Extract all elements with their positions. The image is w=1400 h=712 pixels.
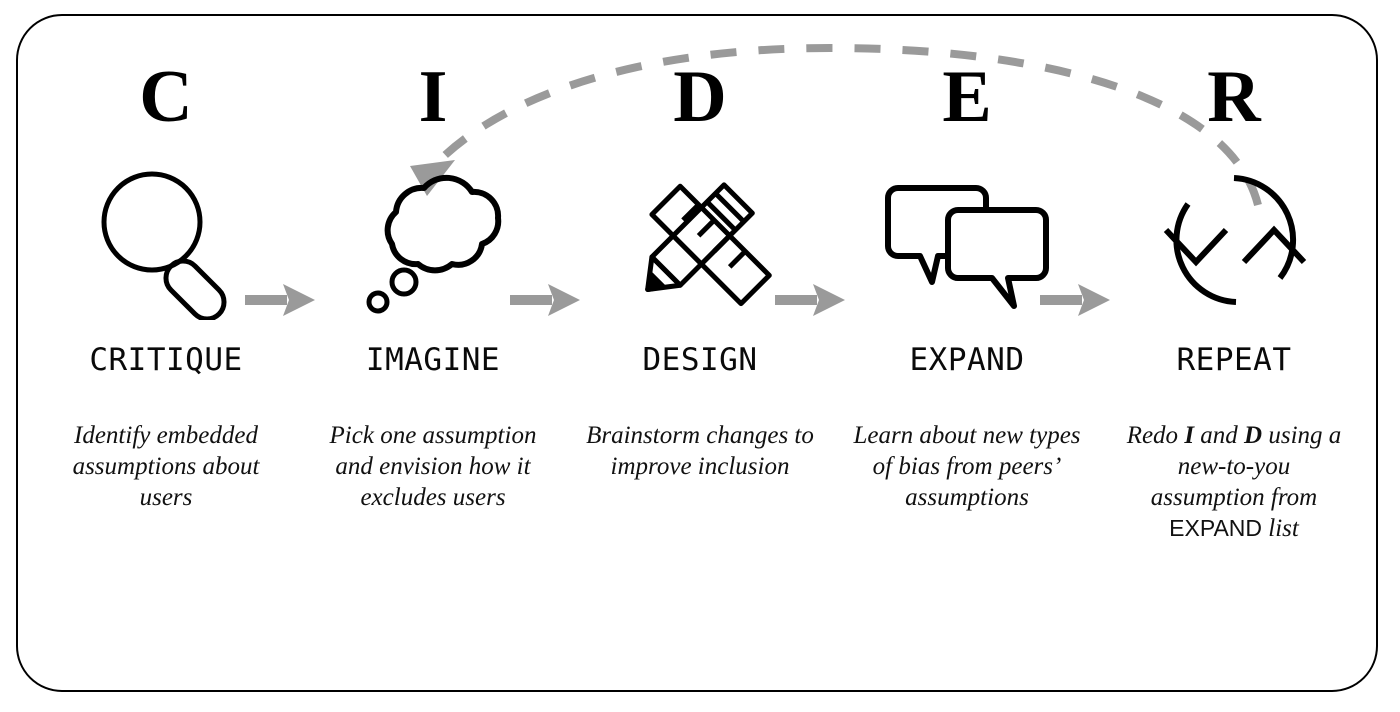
thought-cloud-icon [348, 160, 518, 320]
repeat-desc-part4: list [1262, 515, 1299, 542]
arrow-critique-to-imagine [245, 284, 315, 316]
step-description-imagine: Pick one assumption and envision how it … [329, 422, 537, 511]
step-label-design: DESIGN [642, 342, 758, 378]
step-label-imagine: IMAGINE [365, 342, 501, 378]
step-description-design: Brainstorm changes to improve inclusion [586, 422, 814, 480]
magnifying-glass-icon [86, 160, 246, 320]
step-design: D [574, 56, 826, 482]
pencil-ruler-icon [620, 160, 780, 320]
step-letter-e: E [942, 56, 992, 138]
speech-bubbles-icon [880, 160, 1055, 320]
step-label-repeat: REPEAT [1176, 342, 1292, 378]
repeat-desc-part2: and [1194, 422, 1245, 449]
step-expand: E EXPAND Learn about new types of bias f… [841, 56, 1093, 513]
repeat-desc-bold-i: I [1184, 422, 1195, 449]
step-label-critique: CRITIQUE [89, 342, 243, 378]
arrow-imagine-to-design [510, 284, 580, 316]
repeat-desc-bold-d: D [1244, 422, 1263, 449]
step-description-repeat: Redo I and D using a new-to-you assumpti… [1119, 420, 1349, 544]
arrow-expand-to-repeat [1040, 284, 1110, 316]
step-description-expand: Learn about new types of bias from peers… [853, 422, 1081, 511]
repeat-desc-expand-ref: EXPAND [1169, 515, 1263, 541]
repeat-desc-part3: using a new-to-you assumption from [1150, 422, 1342, 511]
arrow-design-to-expand [775, 284, 845, 316]
repeat-desc-part1: Redo [1126, 422, 1185, 449]
step-critique: C CRITIQUE Identify embedded assumptions… [40, 56, 292, 513]
step-letter-i: I [418, 56, 448, 138]
step-letter-c: C [139, 56, 193, 138]
refresh-cycle-icon [1152, 160, 1317, 320]
step-repeat: R REPEAT Redo I and D [1108, 56, 1360, 544]
step-letter-d: D [673, 56, 727, 138]
step-description-critique: Identify embedded assumptions about user… [72, 422, 260, 511]
diagram-border-frame [16, 14, 1378, 692]
step-imagine: I IMAGINE Pick one assumption and envisi… [307, 56, 559, 513]
step-letter-r: R [1207, 56, 1261, 138]
step-label-expand: EXPAND [909, 342, 1025, 378]
steps-row: C CRITIQUE Identify embedded assumptions… [40, 56, 1360, 656]
